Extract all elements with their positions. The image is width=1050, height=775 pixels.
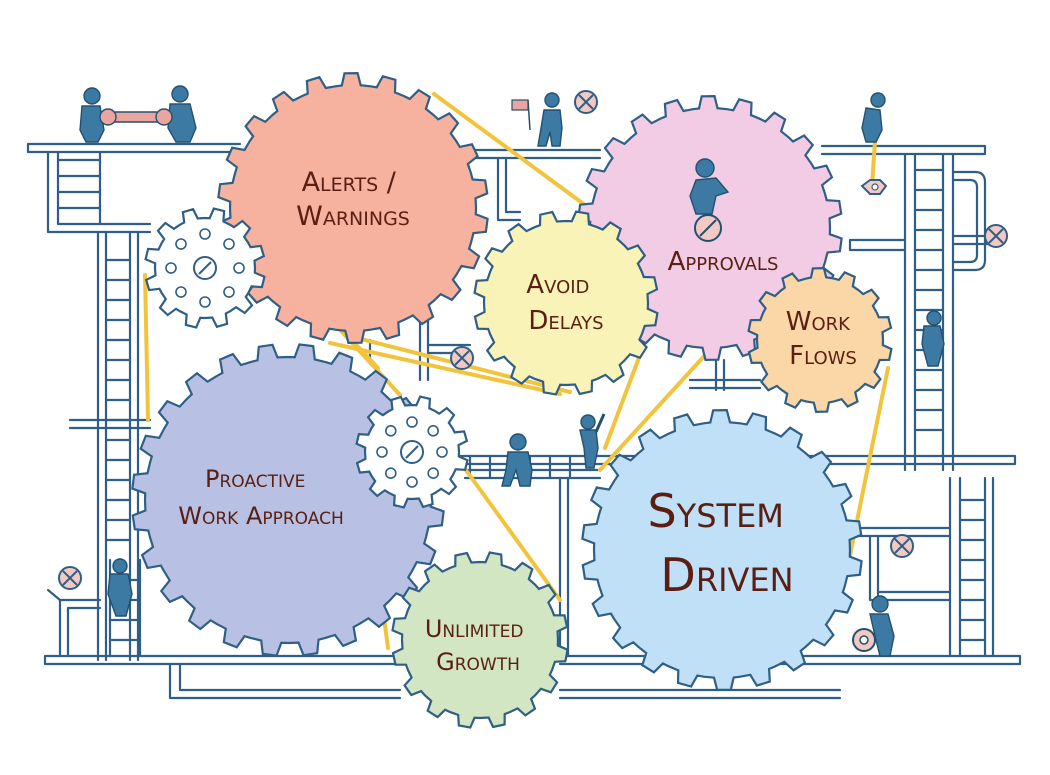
approvals-line-1: Approvals bbox=[668, 247, 779, 277]
unlimited-growth-line-1: Unlimited bbox=[425, 615, 524, 643]
gear-hole bbox=[427, 424, 440, 437]
gear-hole bbox=[199, 296, 211, 308]
alerts-warnings-line-1: Alerts / bbox=[302, 167, 397, 198]
alerts-warnings-line-2: Warnings bbox=[296, 201, 410, 232]
approvals-label: Approvals bbox=[668, 247, 779, 277]
gear-hole bbox=[223, 238, 235, 250]
alerts-gear bbox=[217, 71, 489, 345]
valves-layer bbox=[58, 90, 1008, 590]
gear-hub-slot bbox=[198, 261, 212, 275]
system-driven-label: System Driven bbox=[647, 484, 798, 602]
work-flows-line-2: Flows bbox=[789, 341, 857, 371]
work-flows-label: Work Flows bbox=[786, 307, 858, 371]
gear-hole bbox=[376, 446, 388, 458]
valve-icon bbox=[984, 224, 1008, 248]
proactive-label: Proactive Work Approach bbox=[178, 465, 344, 530]
alerts-warnings-label: Alerts / Warnings bbox=[296, 167, 410, 232]
climbing-person-top-right-figure bbox=[861, 92, 886, 143]
approvals-wheel-spoke bbox=[699, 219, 717, 237]
system-driven-gear bbox=[581, 408, 863, 692]
gear-hole bbox=[223, 286, 235, 298]
gear-hole bbox=[427, 467, 440, 480]
avoid-delays-gear bbox=[473, 210, 659, 396]
gear-hole bbox=[384, 424, 397, 437]
valve-icon bbox=[890, 534, 914, 558]
work-flows-line-1: Work bbox=[786, 307, 851, 337]
sitting-person-figure bbox=[501, 433, 533, 487]
gear-hole bbox=[384, 467, 397, 480]
gear-labels: Alerts / Warnings Approvals Avoid Delays… bbox=[178, 167, 858, 676]
gear-hole bbox=[175, 286, 187, 298]
proactive-line-2: Work Approach bbox=[178, 502, 344, 530]
gear-hub-slot bbox=[405, 445, 419, 459]
small-gears-layer bbox=[144, 207, 722, 509]
valve-icon bbox=[574, 90, 598, 114]
wheel-person-figure bbox=[852, 595, 895, 657]
gear-hole bbox=[406, 476, 418, 488]
waving-person-figure bbox=[579, 413, 606, 469]
climbing-person-right-figure bbox=[921, 310, 945, 367]
gear-hole bbox=[233, 262, 245, 274]
avoid-delays-label: Avoid Delays bbox=[526, 270, 603, 336]
work-flows-gear bbox=[747, 266, 893, 414]
gears-layer bbox=[131, 71, 893, 729]
system-driven-line-1: System bbox=[647, 484, 783, 538]
gear-hole bbox=[199, 228, 211, 240]
hex-nut-icon bbox=[860, 179, 888, 195]
gear-hole bbox=[436, 446, 448, 458]
people-layer bbox=[79, 85, 945, 657]
unlimited-growth-line-2: Growth bbox=[436, 648, 520, 676]
avoid-delays-line-1: Avoid bbox=[526, 270, 589, 300]
valve-icon bbox=[58, 566, 82, 590]
proactive-gear bbox=[131, 343, 445, 657]
pushing-person-figure bbox=[689, 158, 730, 215]
gear-hole bbox=[406, 416, 418, 428]
unlimited-growth-label: Unlimited Growth bbox=[425, 615, 531, 676]
system-driven-line-2: Driven bbox=[660, 548, 793, 602]
gear-hole bbox=[165, 262, 177, 274]
avoid-delays-line-2: Delays bbox=[528, 306, 603, 336]
unlimited-growth-gear bbox=[391, 551, 569, 729]
wrench-workers-figure bbox=[79, 85, 197, 143]
flag-person-figure bbox=[511, 92, 563, 147]
climbing-person-left-figure bbox=[107, 558, 133, 617]
valve-icon bbox=[450, 346, 474, 370]
proactive-line-1: Proactive bbox=[205, 465, 305, 493]
gear-hole bbox=[175, 238, 187, 250]
